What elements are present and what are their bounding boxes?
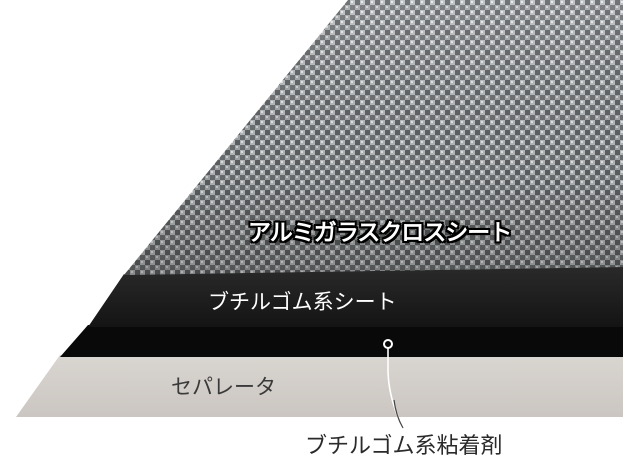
aluminum-cloth-shading bbox=[124, 0, 623, 275]
aluminum-glass-cloth-sheet-label: アルミガラスクロスシート bbox=[248, 220, 512, 246]
leader-line-lower bbox=[393, 399, 404, 429]
butyl-sheet-layer bbox=[88, 266, 623, 327]
separator-layer bbox=[16, 355, 623, 417]
separator-label: セパレータ bbox=[171, 375, 276, 399]
butyl-rubber-adhesive-label: ブチルゴム系粘着剤 bbox=[305, 434, 503, 459]
adhesive-layer bbox=[60, 325, 623, 357]
butyl-rubber-sheet-label: ブチルゴム系シート bbox=[208, 290, 397, 314]
